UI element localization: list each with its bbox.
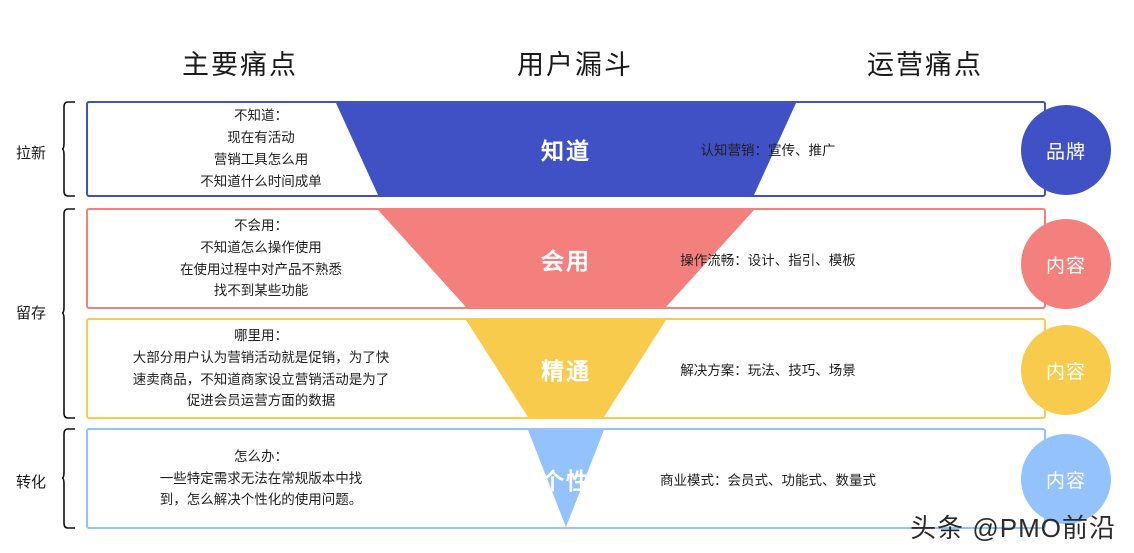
column-header-pain-points: 主要痛点 bbox=[182, 50, 298, 80]
pain-line: 到，怎么解决个性化的使用问题。 bbox=[159, 492, 363, 508]
pain-line: 现在有活动 bbox=[227, 130, 295, 146]
pain-points-text-4: 怎么办： 一些特定需求无法在常规版本中找 到，怎么解决个性化的使用问题。 bbox=[96, 430, 426, 527]
ops-pain-text-1: 认知营销：宣传、推广 bbox=[700, 143, 836, 158]
stage-label-acquisition: 拉新 bbox=[15, 145, 46, 162]
pain-line: 不知道什么时间成单 bbox=[200, 173, 322, 189]
stage-label-conversion: 转化 bbox=[15, 474, 46, 491]
pain-line: 大部分用户认为营销活动就是促销，为了快 bbox=[132, 349, 390, 365]
outcome-circle-1[interactable]: 品牌 bbox=[1021, 105, 1111, 195]
funnel-row-2[interactable]: 不会用： 不知道怎么操作使用 在使用过程中对产品不熟悉 找不到某些功能 会用 操… bbox=[86, 208, 1046, 309]
pain-line: 找不到某些功能 bbox=[213, 283, 309, 299]
ops-pain-text-3: 解决方案：玩法、技巧、场景 bbox=[680, 362, 856, 378]
pain-points-text-1: 不知道： 现在有活动 营销工具怎么用 不知道什么时间成单 bbox=[96, 103, 426, 195]
brace-acquisition bbox=[62, 101, 76, 197]
stage-label-retention: 留存 bbox=[15, 305, 46, 322]
column-header-ops-pain-points: 运营痛点 bbox=[867, 50, 983, 80]
outcome-circle-2[interactable]: 内容 bbox=[1021, 219, 1111, 309]
pain-line: 营销工具怎么用 bbox=[213, 152, 309, 167]
pain-line: 哪里用： bbox=[234, 327, 288, 343]
pain-line: 不知道： bbox=[234, 108, 288, 124]
pain-line: 不知道怎么操作使用 bbox=[200, 239, 322, 255]
pain-line: 速卖商品，不知道商家设立营销活动是为了 bbox=[132, 371, 390, 387]
brace-conversion bbox=[62, 428, 76, 529]
outcome-circle-label: 内容 bbox=[1045, 361, 1086, 383]
outcome-circle-4[interactable]: 内容 bbox=[1021, 434, 1111, 524]
outcome-circle-label: 内容 bbox=[1045, 470, 1086, 492]
ops-pain-text-4: 商业模式：会员式、功能式、数量式 bbox=[660, 472, 876, 488]
pain-line: 怎么办： bbox=[234, 448, 288, 464]
pain-line: 促进会员运营方面的数据 bbox=[186, 393, 336, 409]
pain-points-text-3: 哪里用： 大部分用户认为营销活动就是促销，为了快 速卖商品，不知道商家设立营销活… bbox=[96, 320, 426, 417]
funnel-row-4[interactable]: 怎么办： 一些特定需求无法在常规版本中找 到，怎么解决个性化的使用问题。 个性 … bbox=[86, 428, 1046, 529]
brace-retention bbox=[62, 208, 76, 419]
pain-line: 一些特定需求无法在常规版本中找 bbox=[159, 470, 363, 486]
outcome-circle-3[interactable]: 内容 bbox=[1021, 325, 1111, 415]
outcome-circle-label: 品牌 bbox=[1045, 141, 1086, 163]
funnel-row-1[interactable]: 不知道： 现在有活动 营销工具怎么用 不知道什么时间成单 知道 认知营销：宣传、… bbox=[86, 101, 1046, 197]
ops-pain-text-2: 操作流畅：设计、指引、模板 bbox=[680, 252, 856, 268]
pain-points-text-2: 不会用： 不知道怎么操作使用 在使用过程中对产品不熟悉 找不到某些功能 bbox=[96, 210, 426, 307]
outcome-circle-label: 内容 bbox=[1045, 255, 1086, 277]
column-header-user-funnel: 用户漏斗 bbox=[517, 50, 633, 80]
pain-line: 在使用过程中对产品不熟悉 bbox=[180, 261, 342, 277]
pain-line: 不会用： bbox=[234, 217, 288, 233]
funnel-row-3[interactable]: 哪里用： 大部分用户认为营销活动就是促销，为了快 速卖商品，不知道商家设立营销活… bbox=[86, 318, 1046, 419]
watermark: 头条 @PMO前沿 bbox=[910, 513, 1116, 543]
